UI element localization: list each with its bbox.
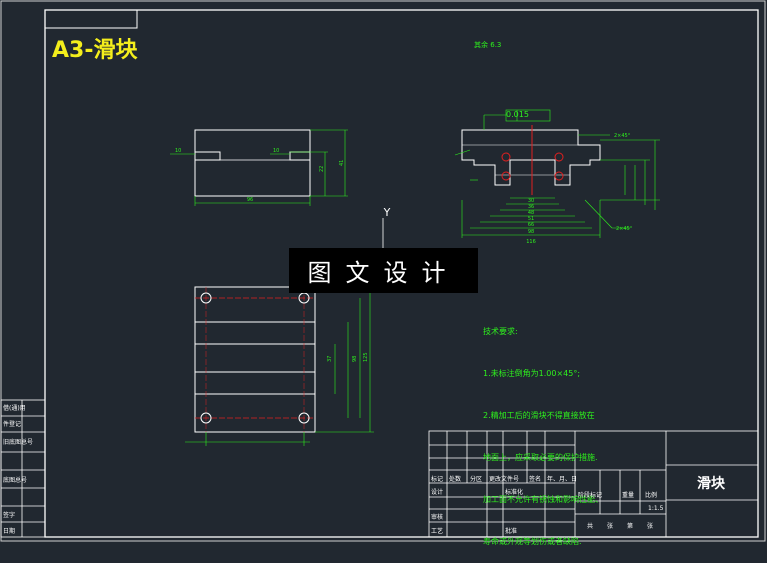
side-table-cell: 签字 xyxy=(3,512,16,519)
section-view: 116 98 66 51 48 36 30 2×45° 2×45° xyxy=(454,109,660,245)
view-marker-label: Y xyxy=(383,206,391,219)
roughness-note: 其余 6.3 xyxy=(474,40,501,50)
tb-header-cell: 签名 xyxy=(529,476,542,483)
tb-header-cell: 处数 xyxy=(449,476,462,483)
side-table xyxy=(0,399,46,538)
tb-row3-cell: 审核 xyxy=(431,514,444,521)
tb-row2-cell: 标准化 xyxy=(505,489,524,496)
dim-section-total-width: 116 xyxy=(526,239,536,245)
tb-stage-cell: 比例 xyxy=(645,492,658,499)
dim-top-h2: 98 xyxy=(352,356,358,362)
notes-line: 加工面不允许有锈蚀和影响性能、 xyxy=(483,495,603,504)
tb-scale: 1:1.5 xyxy=(648,505,664,512)
dim-section-w5: 36 xyxy=(528,204,534,210)
roughness-value: 6.3 xyxy=(490,41,502,49)
notes-line: 2.精加工后的滑块不得直接放在 xyxy=(483,411,595,420)
notes-line: 寿命或外观等划伤或者缺陷. xyxy=(483,537,582,546)
notes-line: 1.未标注倒角为1.00×45°; xyxy=(483,369,581,378)
side-table-cell: 旧底图总号 xyxy=(3,439,34,446)
inner-frame xyxy=(44,9,759,538)
tb-header-cell: 年、月、日 xyxy=(547,476,578,483)
top-left-box xyxy=(44,9,138,29)
tb-header-cell: 分区 xyxy=(470,476,483,483)
title-block xyxy=(428,430,759,538)
dim-section-w4: 48 xyxy=(528,210,534,216)
tb-sheet-cell: 张 xyxy=(647,523,654,530)
dim-front-width: 96 xyxy=(247,197,253,203)
tb-header-cell: 更改文件号 xyxy=(489,476,520,483)
top-view: 37 98 125 xyxy=(185,286,374,446)
tb-stage-cell: 重量 xyxy=(622,492,635,499)
tb-row3-cell: 批准 xyxy=(505,528,518,535)
drawing-sheet: 96 10 10 41 22 xyxy=(0,0,766,542)
tb-stage-cell: 阶段标记 xyxy=(578,492,603,499)
part-name: 滑块 xyxy=(697,476,725,492)
flatness-tolerance: 0.015 xyxy=(506,110,529,119)
side-table-cell: 底图总号 xyxy=(3,477,28,484)
dim-top-h1: 37 xyxy=(327,356,333,362)
tb-sheet-cell: 张 xyxy=(607,523,614,530)
side-table-cell: 借(通)用 xyxy=(3,405,26,412)
dim-section-w1: 98 xyxy=(528,229,534,235)
dim-chamfer-top: 2×45° xyxy=(614,133,631,139)
tb-header-cell: 标记 xyxy=(431,476,444,483)
side-table-cell: 日期 xyxy=(3,528,16,535)
notes-heading: 技术要求: xyxy=(483,327,518,336)
roughness-label: 其余 xyxy=(474,41,488,49)
tb-row3-cell: 工艺 xyxy=(431,528,444,535)
tb-row2-cell: 设计 xyxy=(431,489,444,496)
technical-requirements: 技术要求: 1.未标注倒角为1.00×45°; 2.精加工后的滑块不得直接放在 … xyxy=(483,297,603,563)
side-table-cell: 件登记 xyxy=(3,421,22,428)
dim-section-w2: 66 xyxy=(528,222,534,228)
dim-section-w3: 51 xyxy=(528,216,534,222)
dim-front-right-gap: 10 xyxy=(273,148,279,154)
sheet-title: A3-滑块 xyxy=(52,38,138,63)
tb-sheet-cell: 共 xyxy=(587,523,594,530)
notes-line: 地面上，应采取必要的保护措施. xyxy=(483,453,598,462)
dim-top-h3: 125 xyxy=(363,352,369,362)
dim-front-inner-height: 22 xyxy=(319,166,325,172)
watermark-banner: 图文设计 xyxy=(289,248,478,293)
dim-chamfer-bottom: 2×45° xyxy=(616,226,633,232)
front-view: 96 10 10 41 22 xyxy=(170,129,348,206)
outer-frame xyxy=(0,0,766,542)
dim-section-w6: 30 xyxy=(528,198,534,204)
flatness-value: 0.015 xyxy=(506,110,529,119)
dim-front-height: 41 xyxy=(339,160,345,166)
tb-sheet-cell: 第 xyxy=(627,523,634,530)
dim-front-left-gap: 10 xyxy=(175,148,181,154)
